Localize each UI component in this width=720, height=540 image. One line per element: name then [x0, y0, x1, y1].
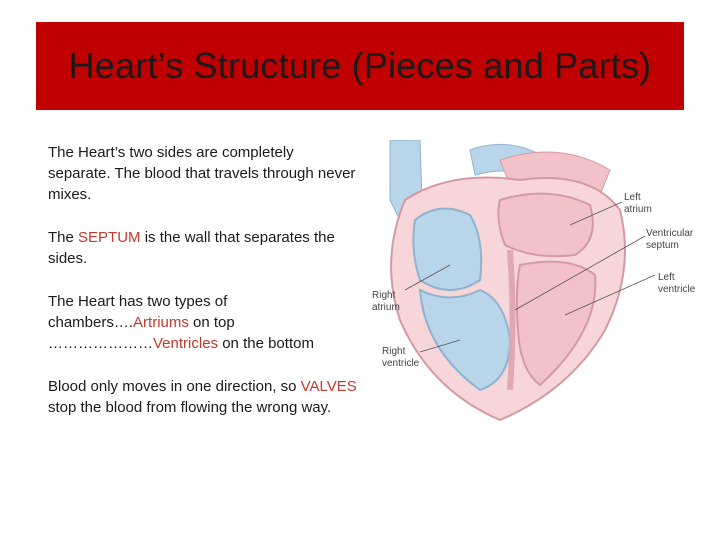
- heart-svg: Left atrium Ventricular septum Left vent…: [372, 139, 696, 422]
- label-left-ventricle-2: ventricle: [658, 284, 696, 295]
- text: The: [48, 229, 79, 246]
- right-atrium: [412, 207, 483, 291]
- septum: [507, 249, 516, 391]
- highlight-septum: SEPTUM: [78, 229, 141, 246]
- label-septum-1: Ventricular: [646, 228, 694, 239]
- label-left-ventricle-1: Left: [658, 272, 675, 283]
- label-left-atrium-2: atrium: [624, 204, 652, 215]
- heart-diagram: Left atrium Ventricular septum Left vent…: [360, 139, 700, 430]
- label-septum-2: septum: [646, 240, 679, 251]
- paragraph-chambers: The Heart has two types of chambers….Artr…: [48, 291, 358, 354]
- left-atrium: [497, 192, 594, 258]
- text: The Heart has two types of: [48, 293, 228, 310]
- body-text: The Heart’s two sides are completely sep…: [48, 142, 358, 440]
- label-right-atrium-2: atrium: [372, 302, 400, 313]
- highlight-ventricles: Ventricles: [153, 335, 219, 352]
- leader-septum: [514, 235, 646, 311]
- text: on the bottom: [218, 335, 314, 352]
- text: is the wall that separates the sides.: [48, 229, 335, 267]
- title-banner: Heart’s Structure (Pieces and Parts): [36, 22, 684, 110]
- leader-right-ventricle: [419, 339, 461, 353]
- label-left-atrium-1: Left: [624, 192, 641, 203]
- slide-title: Heart’s Structure (Pieces and Parts): [68, 45, 652, 86]
- text: …………………: [48, 335, 153, 352]
- label-right-ventricle-2: ventricle: [382, 358, 420, 369]
- paragraph-sides: The Heart’s two sides are completely sep…: [48, 144, 356, 203]
- text: chambers….: [48, 314, 134, 331]
- paragraph-septum: The SEPTUM is the wall that separates th…: [48, 227, 358, 269]
- left-ventricle: [515, 260, 597, 387]
- text: Blood only moves in one direction, so: [48, 378, 301, 395]
- highlight-valves: VALVES: [300, 378, 357, 395]
- label-right-ventricle-1: Right: [382, 346, 406, 357]
- text: on top: [188, 314, 235, 331]
- highlight-atriums: Artriums: [133, 314, 189, 331]
- text: stop the blood from flowing the wrong wa…: [48, 399, 332, 416]
- label-right-atrium-1: Right: [372, 290, 396, 301]
- leader-right-atrium: [404, 264, 451, 291]
- leader-left-atrium: [569, 201, 623, 226]
- paragraph-valves: Blood only moves in one direction, so VA…: [48, 376, 358, 418]
- leader-left-ventricle: [564, 274, 656, 316]
